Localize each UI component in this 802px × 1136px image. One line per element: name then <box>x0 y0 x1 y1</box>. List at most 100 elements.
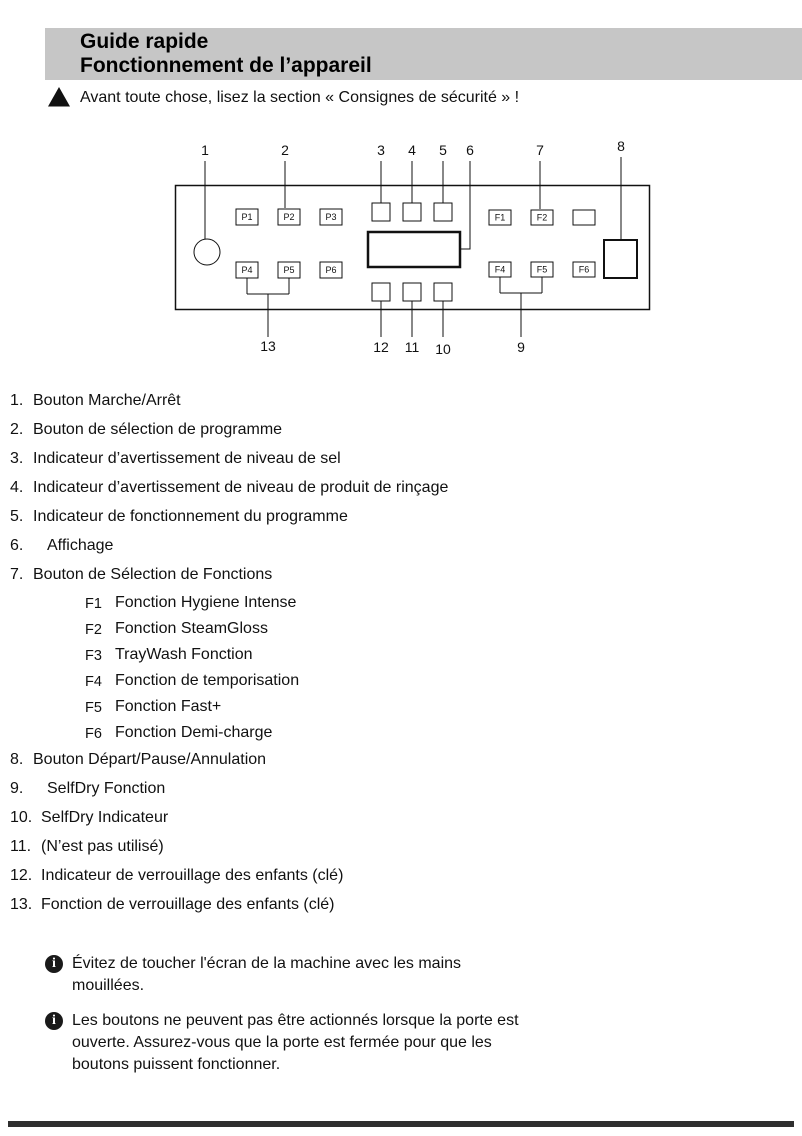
callout-line-13 <box>246 278 290 337</box>
salt-warning-indicator <box>371 202 391 222</box>
legend-item-number: 10. <box>10 809 33 826</box>
function-button-f1-label: F1 <box>495 213 506 223</box>
display <box>366 230 462 269</box>
function-item-f1: F1 Fonction Hygiene Intense <box>85 594 690 613</box>
legend-item-text: (N’est pas utilisé) <box>41 838 164 855</box>
program-button-p1-label: P1 <box>241 212 252 222</box>
function-text: TrayWash Fonction <box>115 646 253 663</box>
legend-item-number: 3. <box>10 450 24 467</box>
legend-item-text: Indicateur de verrouillage des enfants (… <box>41 867 344 884</box>
function-code: F2 <box>85 622 102 638</box>
function-button-f2 <box>530 209 554 226</box>
page-title-line2: Fonctionnement de l’appareil <box>80 54 372 77</box>
legend-item-text: Affichage <box>47 537 114 554</box>
program-button-p3-label: P3 <box>325 212 336 222</box>
program-button-p2 <box>277 208 301 226</box>
legend-item-7: 7. Bouton de Sélection de Fonctions <box>10 565 690 584</box>
function-item-f5: F5 Fonction Fast+ <box>85 698 690 717</box>
function-item-f2: F2 Fonction SteamGloss <box>85 620 690 639</box>
legend-item-12: 12. Indicateur de verrouillage des enfan… <box>10 866 690 885</box>
callout-11: 11 <box>405 339 420 355</box>
legend-item-number: 12. <box>10 867 33 884</box>
callout-10: 10 <box>435 341 451 357</box>
callout-6: 6 <box>466 142 474 158</box>
start-pause-cancel-button <box>603 239 638 279</box>
legend-item-8: 8. Bouton Départ/Pause/Annulation <box>10 750 690 769</box>
unused-indicator <box>402 282 422 302</box>
program-button-p6-label: P6 <box>325 265 336 275</box>
info-icon: i <box>45 955 63 973</box>
program-run-indicator <box>433 202 453 222</box>
function-code: F5 <box>85 700 102 716</box>
function-item-f3: F3 TrayWash Fonction <box>85 646 690 665</box>
callout-2: 2 <box>281 142 289 158</box>
callout-9: 9 <box>517 339 525 355</box>
legend-item-4: 4. Indicateur d’avertissement de niveau … <box>10 478 690 497</box>
legend-item-text: Bouton Marche/Arrêt <box>33 392 181 409</box>
function-button-f6 <box>572 261 596 278</box>
legend-item-number: 1. <box>10 392 24 409</box>
function-code: F6 <box>85 726 102 742</box>
child-lock-indicator <box>371 282 391 302</box>
legend-item-text: SelfDry Fonction <box>47 780 166 797</box>
function-text: Fonction Fast+ <box>115 698 222 715</box>
note-1-text: Évitez de toucher l'écran de la machine … <box>72 955 462 994</box>
function-button-f2-label: F2 <box>537 213 548 223</box>
note-1: i Évitez de toucher l'écran de la machin… <box>45 953 524 997</box>
legend-item-text: Bouton de sélection de programme <box>33 421 283 438</box>
legend-item-number: 5. <box>10 508 24 525</box>
function-button-f5-label: F5 <box>537 265 548 275</box>
callout-12: 12 <box>373 339 389 355</box>
page-footer-rule <box>8 1121 794 1127</box>
legend-item-text: Indicateur d’avertissement de niveau de … <box>33 479 449 496</box>
legend-item-3: 3. Indicateur d’avertissement de niveau … <box>10 449 690 468</box>
legend-item-number: 13. <box>10 896 33 913</box>
notes-section: i Évitez de toucher l'écran de la machin… <box>45 953 524 1089</box>
legend-item-text: Indicateur de fonctionnement du programm… <box>33 508 348 525</box>
legend-item-10: 10. SelfDry Indicateur <box>10 808 690 827</box>
warning-triangle-icon: ! <box>48 87 70 107</box>
function-text: Fonction Demi-charge <box>115 724 273 741</box>
legend-item-text: Bouton de Sélection de Fonctions <box>33 566 273 583</box>
program-button-p3 <box>319 208 343 226</box>
function-item-f6: F6 Fonction Demi-charge <box>85 724 690 743</box>
function-code: F3 <box>85 648 102 664</box>
program-button-p6 <box>319 261 343 279</box>
warning-exclamation: ! <box>57 92 61 107</box>
warning-text: Avant toute chose, lisez la section « Co… <box>80 89 520 106</box>
program-button-p1 <box>235 208 259 226</box>
callout-7: 7 <box>536 142 544 158</box>
legend-item-2: 2. Bouton de sélection de programme <box>10 420 690 439</box>
callout-line-6 <box>461 161 471 250</box>
legend-item-number: 8. <box>10 751 24 768</box>
legend-item-number: 6. <box>10 537 24 554</box>
selfdry-indicator <box>433 282 453 302</box>
legend-item-text: Bouton Départ/Pause/Annulation <box>33 751 267 768</box>
legend-item-number: 2. <box>10 421 24 438</box>
legend-item-text: Fonction de verrouillage des enfants (cl… <box>41 896 335 913</box>
control-panel-diagram: 1 2 3 4 5 6 7 8 P1 P2 P3 P4 P5 P6 F1 F2 … <box>174 138 651 357</box>
callout-13: 13 <box>260 338 276 354</box>
legend-item-number: 7. <box>10 566 24 583</box>
function-sub-list: F1 Fonction Hygiene Intense F2 Fonction … <box>85 594 690 743</box>
function-text: Fonction Hygiene Intense <box>115 594 297 611</box>
legend-item-number: 9. <box>10 780 24 797</box>
function-item-f4: F4 Fonction de temporisation <box>85 672 690 691</box>
function-button-blank <box>572 209 596 226</box>
note-2: i Les boutons ne peuvent pas être action… <box>45 1010 524 1076</box>
safety-warning: ! Avant toute chose, lisez la section « … <box>47 86 519 109</box>
legend-item-13: 13. Fonction de verrouillage des enfants… <box>10 895 690 914</box>
legend-item-text: SelfDry Indicateur <box>41 809 169 826</box>
program-button-p2-label: P2 <box>283 212 294 222</box>
callout-1: 1 <box>201 142 209 158</box>
function-text: Fonction de temporisation <box>115 672 300 689</box>
info-icon: i <box>45 1012 63 1030</box>
function-button-f4-label: F4 <box>495 265 506 275</box>
legend-item-9: 9. SelfDry Fonction <box>10 779 690 798</box>
page-title-line1: Guide rapide <box>80 30 209 53</box>
rinse-aid-warning-indicator <box>402 202 422 222</box>
function-code: F1 <box>85 596 102 612</box>
callout-4: 4 <box>408 142 416 158</box>
legend-item-number: 11. <box>10 838 32 855</box>
callout-8: 8 <box>617 138 625 154</box>
